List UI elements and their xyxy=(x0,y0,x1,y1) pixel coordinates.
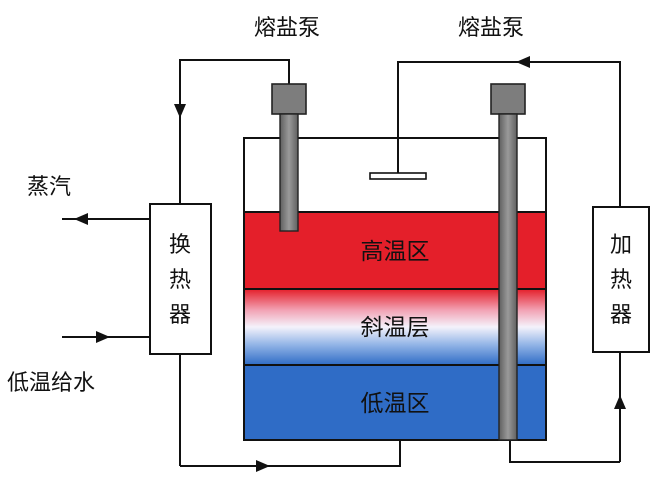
heat-exchanger-char-1: 换 xyxy=(169,233,191,258)
feedwater-arrow xyxy=(96,331,110,343)
pump-left xyxy=(271,83,307,232)
storage-tank: 高温区 斜温层 低温区 xyxy=(243,137,547,441)
high-temp-zone-label: 高温区 xyxy=(361,239,430,265)
heat-exchanger-box xyxy=(149,203,212,355)
flow-arrow-down-left xyxy=(174,104,186,118)
pump-right-body xyxy=(490,83,526,115)
flow-arrow-heater-up xyxy=(614,395,626,409)
hot-supply-pipe xyxy=(179,59,401,467)
feedwater-label: 低温给水 xyxy=(7,371,95,396)
flow-arrow-bottom xyxy=(256,460,270,472)
pump-right-label: 熔盐泵 xyxy=(458,16,524,41)
thermocline-zone-label: 斜温层 xyxy=(361,315,430,341)
thermocline-zone xyxy=(245,289,545,365)
heat-exchanger-char-2: 热 xyxy=(169,268,191,293)
pump-left-shaft xyxy=(279,113,299,232)
diffuser-plate xyxy=(369,172,427,180)
heater-char-2: 热 xyxy=(610,268,632,293)
heater-box xyxy=(592,206,650,353)
heater: 加 热 器 xyxy=(592,206,650,353)
low-temp-zone xyxy=(245,365,545,439)
heat-exchanger-char-3: 器 xyxy=(169,303,191,328)
heater-char-1: 加 xyxy=(610,233,632,258)
pump-right-shaft xyxy=(498,113,518,441)
pump-left-label: 熔盐泵 xyxy=(254,16,320,41)
heat-exchanger: 换 热 器 xyxy=(149,203,212,355)
pump-left-body xyxy=(271,83,307,115)
pump-right xyxy=(490,83,526,441)
steam-arrow xyxy=(74,213,88,225)
heater-char-3: 器 xyxy=(610,303,632,328)
low-temp-zone-label: 低温区 xyxy=(361,391,430,417)
steam-label: 蒸汽 xyxy=(27,175,71,200)
flow-arrow-top-right xyxy=(516,56,530,68)
